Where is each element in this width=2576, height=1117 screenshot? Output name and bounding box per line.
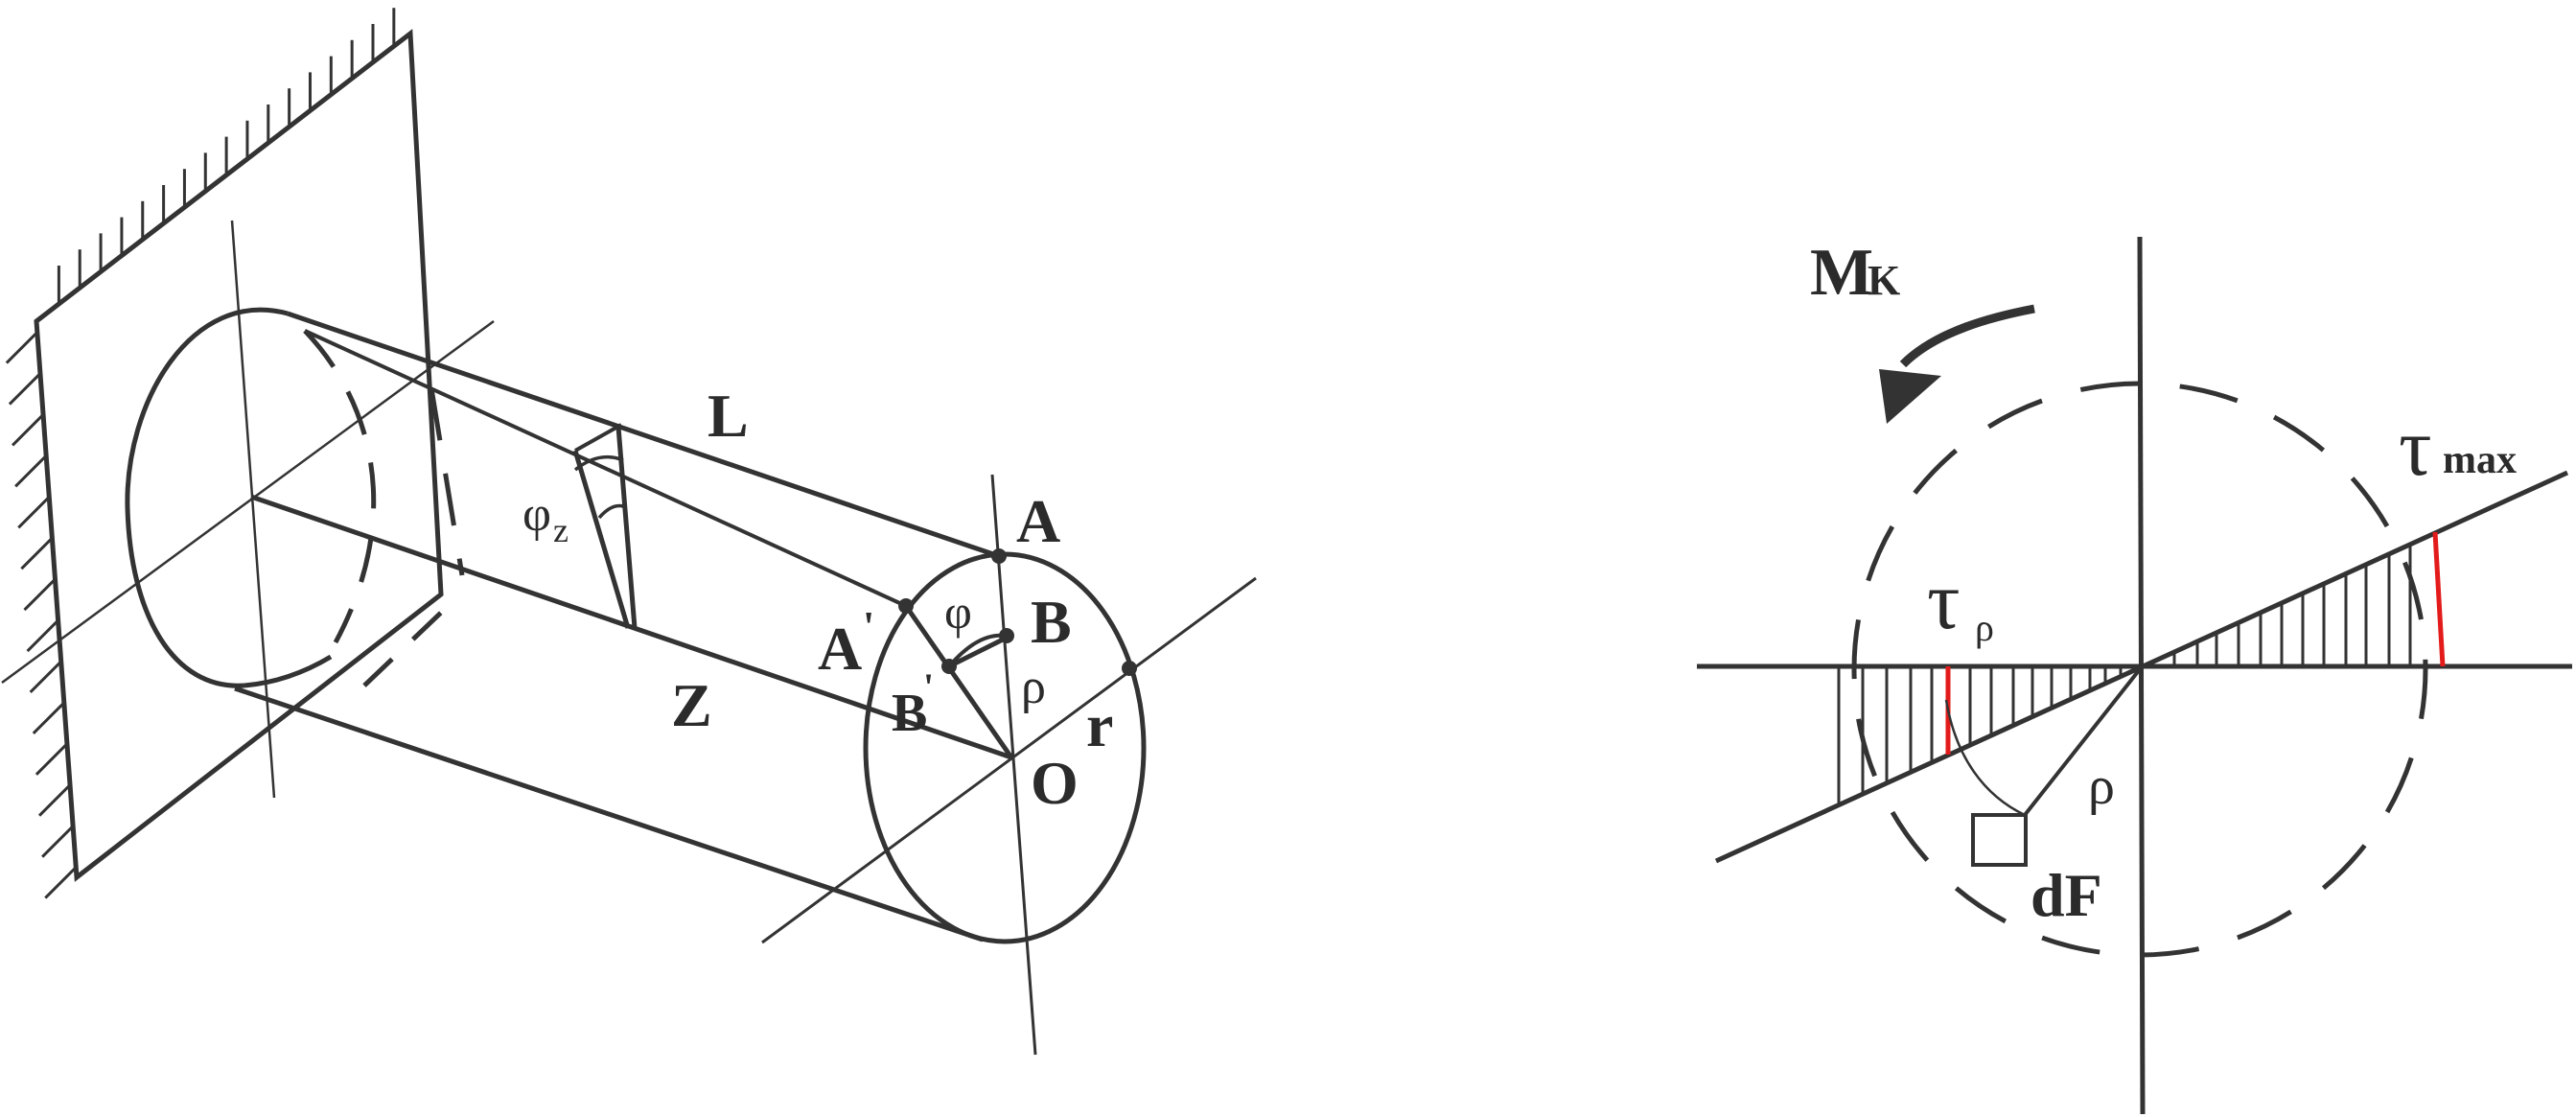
label-phi: φ (944, 585, 972, 639)
wall-hatch-mark (11, 413, 45, 447)
free-end-transverse-axis (761, 576, 1257, 944)
wall-hatch-mark (5, 331, 38, 364)
label-L: L (708, 382, 749, 450)
point-A-prime (898, 598, 914, 614)
wall-hatch-mark (32, 701, 65, 734)
fixed-end-section-hidden (303, 329, 377, 644)
label-A: A (1016, 487, 1060, 555)
fixed-end-section-front (125, 307, 289, 688)
stress-distribution-line (1714, 470, 2569, 864)
wall-hatch-mark (14, 454, 48, 488)
label-phi-z-subscript: z (553, 511, 569, 549)
label-rho-left: ρ (1021, 660, 1046, 714)
label-rho-right: ρ (2088, 756, 2115, 816)
shaft-bottom-generator (234, 686, 984, 942)
twist-line-1 (572, 450, 631, 629)
vertical-axis (2137, 236, 2146, 1115)
fixed-end-section-lower (244, 654, 333, 688)
segment-B-prime-B (947, 635, 1009, 669)
label-O: O (1031, 749, 1079, 817)
shaft-top-generator (287, 311, 1000, 559)
label-tau-max: τ (2399, 401, 2432, 493)
point-B (999, 628, 1014, 643)
wall-plate (34, 29, 444, 882)
tau-max-highlight (2432, 531, 2446, 667)
radius-rho-line (2023, 667, 2142, 817)
fixed-end-axes (1, 220, 495, 799)
wall-hatch-mark (8, 372, 42, 406)
free-end-vertical-axis (990, 474, 1037, 1056)
torque-arrow-arc (1899, 304, 2035, 368)
wall-hatch-mark (17, 496, 51, 529)
transverse-axis-fixed-end (1, 319, 495, 685)
stress-hatching-right (2172, 543, 2412, 666)
shaft-center-axis (250, 494, 1012, 760)
wall-hidden-edge (429, 387, 465, 576)
label-r: r (1086, 691, 1113, 759)
label-phi-z: φ (522, 487, 551, 542)
label-A-prime-mark: ' (863, 603, 874, 650)
fixed-wall (5, 8, 444, 899)
wall-hatching-top (57, 8, 396, 304)
label-M-subscript: K (1868, 257, 1900, 304)
point-r (1122, 661, 1137, 676)
label-M: M (1810, 236, 1873, 310)
rho-arc (1944, 699, 2026, 817)
point-A (991, 548, 1007, 564)
label-tau-rho: τ (1927, 554, 1961, 646)
twist-angle-arc-phi-z (597, 503, 624, 520)
label-B-prime-mark: ' (923, 665, 934, 709)
twist-angle-arc-upper (573, 454, 624, 472)
label-A-prime: A (818, 615, 862, 683)
label-tau-max-subscript: max (2443, 438, 2517, 482)
stress-hatching-left (1837, 666, 2123, 804)
wall-hidden-edge-bottom (362, 593, 462, 687)
label-B-prime: B (892, 684, 927, 743)
torque-arrow-head (1879, 369, 1941, 424)
wall-hatch-mark (20, 537, 54, 570)
wall-hatch-mark (29, 660, 62, 694)
wall-hatch-mark (26, 618, 59, 653)
shaft-diagram: L φ z Z A A ' B B ' φ ρ r O (1, 8, 1257, 1056)
label-dF: dF (2031, 861, 2102, 929)
stress-distribution-diagram: M K τ max τ ρ ρ dF (1697, 236, 2572, 1115)
label-B: B (1031, 588, 1072, 656)
wall-hatching-left (5, 331, 78, 899)
wall-hatch-mark (23, 578, 57, 612)
wall-hatch-mark (35, 742, 68, 776)
wall-hatch-mark (37, 783, 72, 817)
wall-hatch-mark (41, 825, 75, 858)
label-tau-rho-subscript: ρ (1975, 606, 1994, 649)
area-element-dF (1971, 813, 2028, 867)
twist-segment-upper (574, 423, 622, 453)
label-Z: Z (671, 671, 712, 739)
radius-OA-prime (903, 604, 1014, 759)
wall-hatch-mark (44, 866, 78, 899)
point-B-prime (941, 659, 957, 674)
twisted-generator (304, 329, 907, 608)
